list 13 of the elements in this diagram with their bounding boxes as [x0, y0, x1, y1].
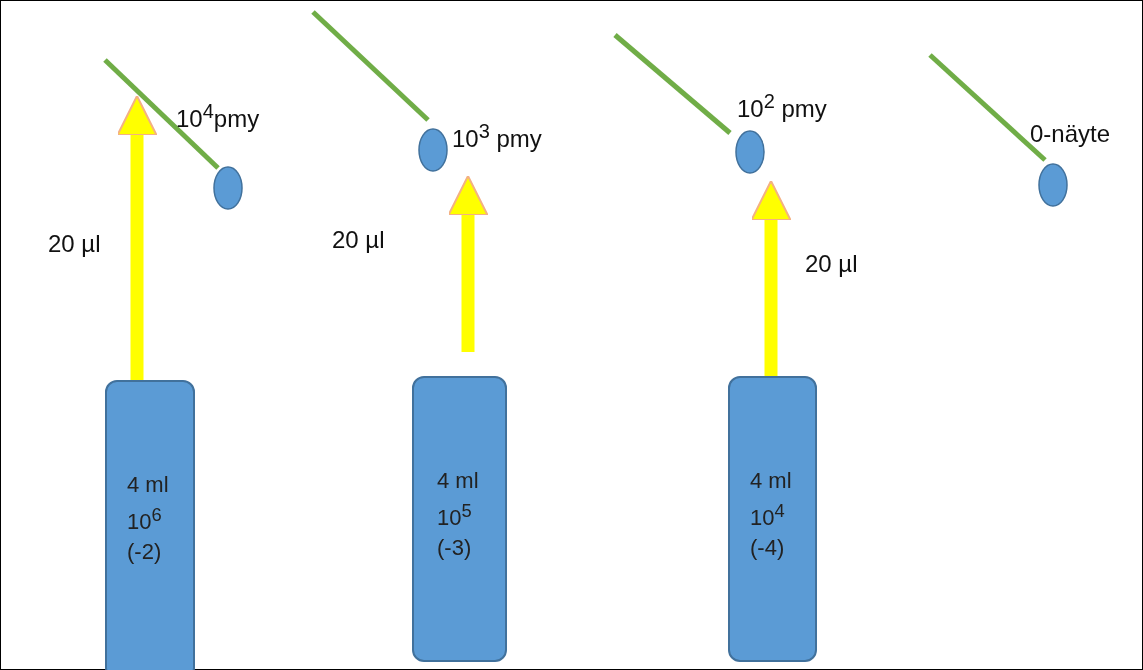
tube-label: 4 ml 10$^{4}$ (-4) — [750, 467, 793, 563]
test-tube — [105, 380, 195, 670]
dilution-label: 0-näyte — [1030, 120, 1111, 148]
tube-label: 4 ml 10$^{6}$ (-2) — [127, 471, 170, 567]
test-tube — [728, 376, 817, 662]
transfer-arrow — [750, 180, 792, 378]
test-tube — [412, 376, 507, 662]
dilution-label: 10$^{4}$pmy — [176, 100, 260, 133]
dilution-label: 10$^{2}$ pmy — [737, 90, 827, 123]
transfer-arrow — [447, 175, 489, 352]
tube-label: 4 ml 10$^{5}$ (-3) — [437, 467, 480, 563]
dilution-label: 10$^{3}$ pmy — [452, 120, 542, 153]
transfer-arrow — [116, 95, 158, 380]
